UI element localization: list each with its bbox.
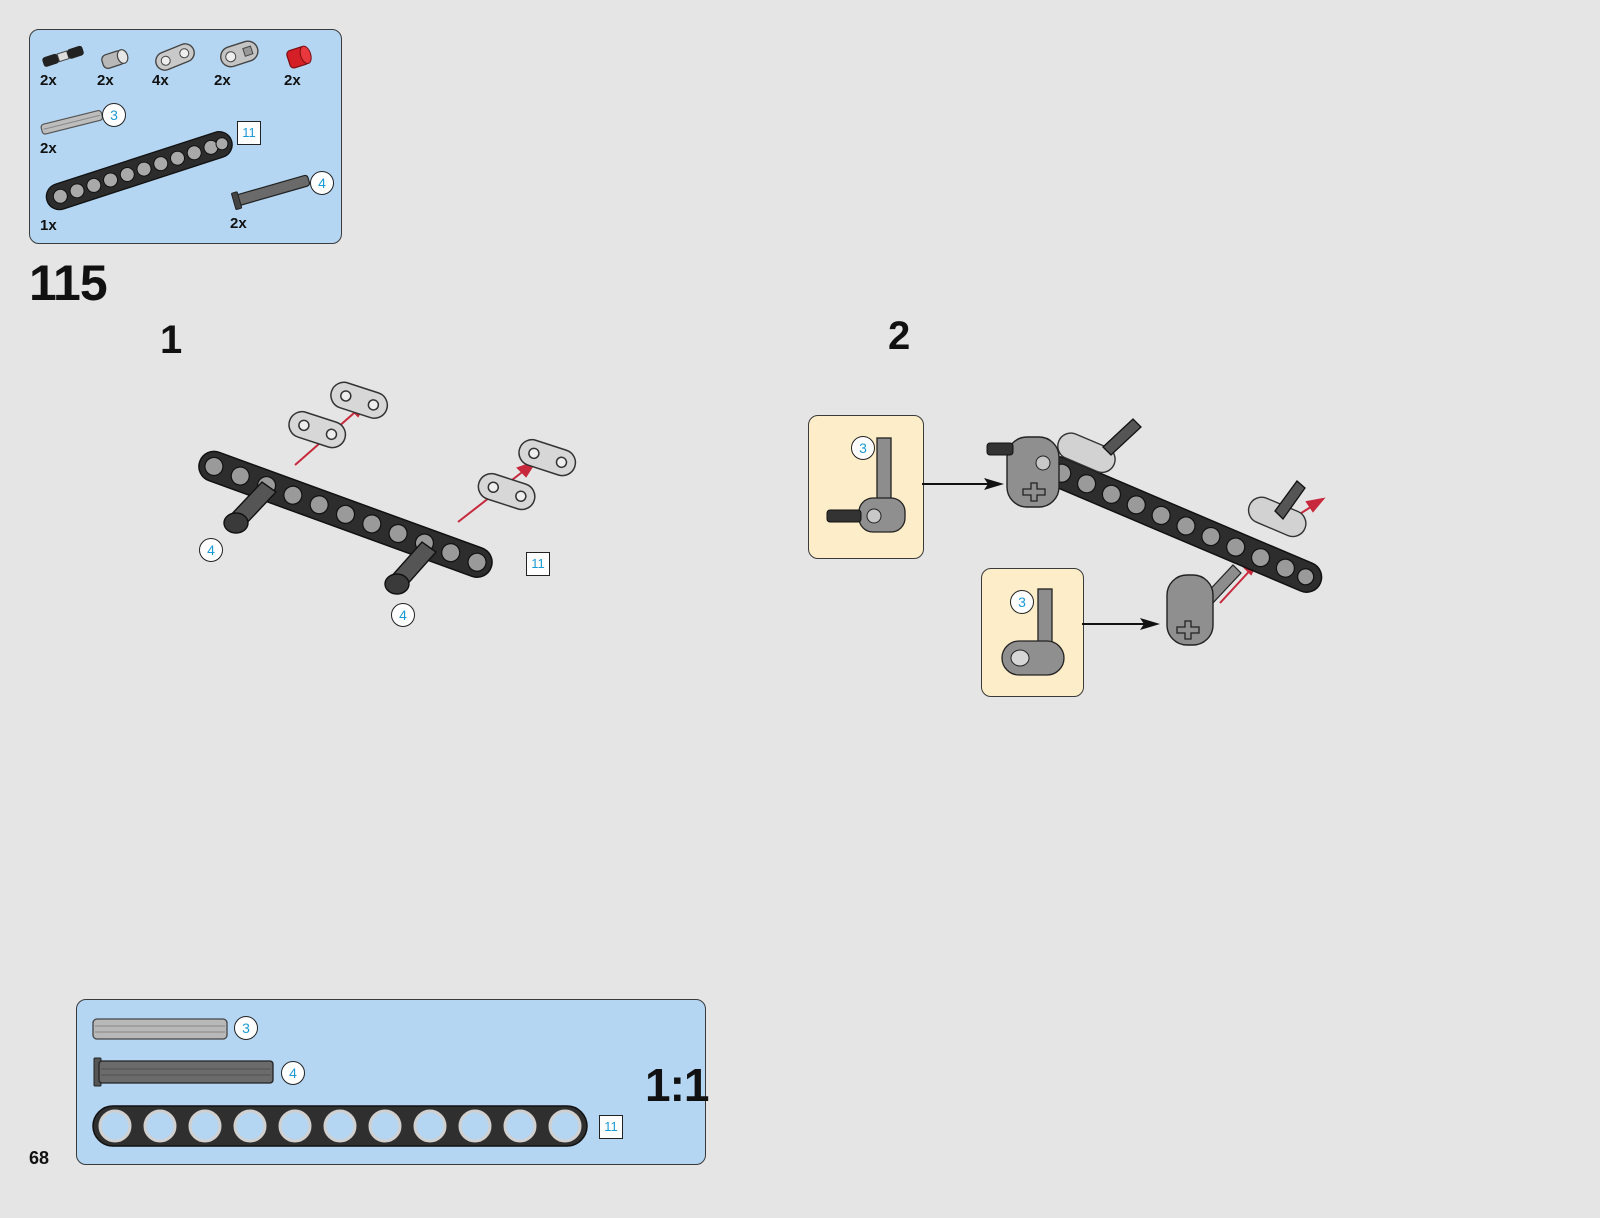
parts-qty-2: 2x (97, 72, 114, 89)
length-callout-11: 11 (237, 121, 261, 145)
parts-qty-7: 1x (40, 217, 57, 234)
substep-2-arrow-b (1082, 618, 1160, 630)
axle-4-stop-icon (231, 174, 311, 210)
axle-4-scale-icon (93, 1057, 274, 1087)
page-number: 68 (29, 1148, 50, 1168)
parts-qty-5: 2x (284, 72, 301, 89)
substep-2-number: 2 (888, 314, 911, 358)
scale-length-4: 4 (281, 1061, 305, 1085)
scale-length-3: 3 (234, 1016, 258, 1040)
substep-2-arrow-a (922, 478, 1004, 490)
substep-1-callout-4b: 4 (391, 603, 415, 627)
parts-qty-8: 2x (230, 215, 247, 232)
axle-pin-connector-icon (220, 40, 259, 68)
substep-2-callout-box-b: 3 (981, 568, 1084, 697)
beam-11-scale-icon (92, 1105, 588, 1147)
beam-11-icon (45, 131, 233, 211)
parts-list-panel: 2x 2x 4x 2x 2x (29, 29, 342, 244)
substep-1-callout-4a: 4 (199, 538, 223, 562)
axle-3-icon (40, 109, 104, 135)
bush-icon (101, 49, 129, 70)
substep-2-callout-3b: 3 (1010, 590, 1034, 614)
length-callout-4: 4 (310, 171, 334, 195)
step-number: 115 (29, 255, 108, 311)
substep-2-assembly (986, 418, 1326, 646)
parts-qty-6: 2x (40, 140, 57, 157)
axle-connector-icon-a (826, 437, 906, 533)
axle-connector-icon-b (1001, 588, 1065, 676)
length-callout-3: 3 (102, 103, 126, 127)
red-bush-icon (286, 45, 312, 69)
scale-panel: 3 4 11 1:1 (76, 999, 709, 1165)
substep-1-number: 1 (160, 318, 183, 362)
parts-qty-4: 2x (214, 72, 231, 89)
parts-qty-3: 4x (152, 72, 169, 89)
axle-pin-icon (42, 45, 84, 67)
substep-2-callout-3a: 3 (851, 436, 875, 460)
substep-1-assembly (198, 381, 577, 595)
substep-2-callout-box-a: 3 (808, 415, 924, 559)
axle-3-scale-icon (92, 1018, 228, 1040)
beam-2-icon (155, 43, 195, 71)
parts-qty-1: 2x (40, 72, 57, 89)
scale-ratio: 1:1 (645, 1059, 709, 1111)
scale-length-11: 11 (599, 1115, 623, 1139)
substep-1-callout-11: 11 (526, 552, 550, 576)
